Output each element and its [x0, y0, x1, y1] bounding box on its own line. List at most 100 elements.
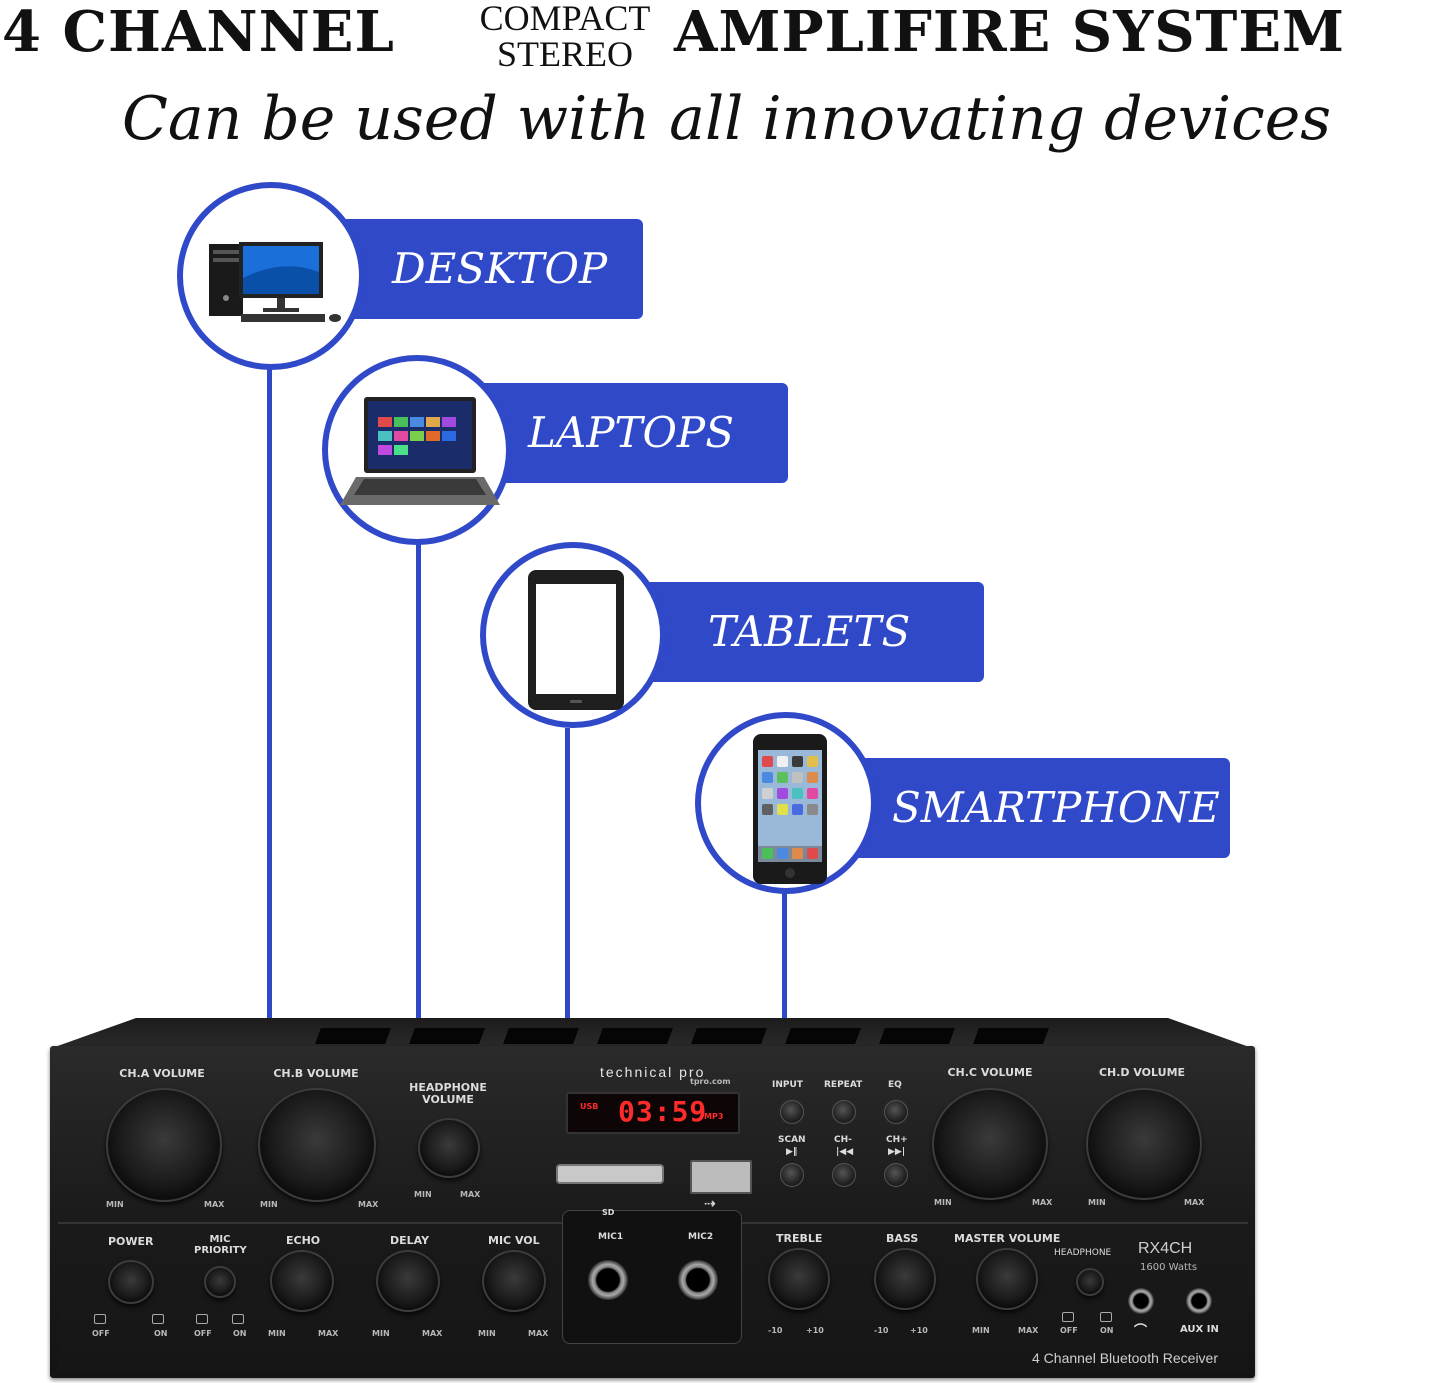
on-label: ON [154, 1329, 168, 1338]
eq-label: EQ [888, 1080, 902, 1090]
plus-ten-label: +10 [910, 1326, 928, 1335]
min-label: MIN [106, 1200, 124, 1209]
off-label: OFF [1060, 1326, 1078, 1335]
mic-priority-off-indicator [196, 1314, 208, 1324]
plus-ten-label: +10 [806, 1326, 824, 1335]
ch-d-volume-knob[interactable] [1086, 1088, 1202, 1200]
power-button[interactable] [108, 1260, 154, 1304]
max-label: MAX [528, 1329, 549, 1338]
title-small-top: COMPACT [479, 0, 651, 38]
power-on-indicator [152, 1314, 164, 1324]
repeat-label: REPEAT [824, 1080, 863, 1090]
ch-minus-button[interactable] [832, 1163, 856, 1187]
title-right: AMPLIFIRE SYSTEM [674, 0, 1345, 65]
mic-vol-knob[interactable] [482, 1250, 546, 1312]
ch-plus-button[interactable] [884, 1163, 908, 1187]
previous-icon: |◀◀ [836, 1147, 854, 1157]
sd-card-slot[interactable] [556, 1164, 664, 1184]
laptop-label: LAPTOPS [528, 408, 734, 457]
treble-label: TREBLE [776, 1232, 823, 1245]
ch-b-volume-knob[interactable] [258, 1088, 376, 1202]
display-time: 03:59 [618, 1095, 708, 1128]
mic2-jack[interactable] [678, 1260, 718, 1300]
scan-button[interactable] [780, 1163, 804, 1187]
laptop-icon [340, 397, 500, 505]
title-left: 4 CHANNEL [2, 0, 395, 65]
vent-slot [597, 1028, 673, 1044]
min-label: MIN [478, 1329, 496, 1338]
max-label: MAX [1032, 1198, 1053, 1207]
master-volume-label: MASTER VOLUME [954, 1232, 1061, 1245]
title-small-bottom: STEREO [496, 34, 633, 74]
usb-icon: ⇢ [704, 1196, 716, 1212]
desktop-computer-icon [209, 242, 341, 322]
scan-label: SCAN [778, 1135, 806, 1145]
ch-c-volume-label: CH.C VOLUME [947, 1066, 1033, 1079]
repeat-button[interactable] [832, 1100, 856, 1124]
headphone-button[interactable] [1076, 1268, 1104, 1296]
min-label: MIN [972, 1326, 990, 1335]
mic1-jack[interactable] [588, 1260, 628, 1300]
desktop-label: DESKTOP [392, 244, 608, 293]
eq-button[interactable] [884, 1100, 908, 1124]
headphone-off-indicator [1062, 1312, 1074, 1322]
max-label: MAX [318, 1329, 339, 1338]
min-label: MIN [372, 1329, 390, 1338]
power-label: POWER [108, 1235, 154, 1248]
min-label: MIN [268, 1329, 286, 1338]
off-label: OFF [194, 1329, 212, 1338]
input-label: INPUT [772, 1080, 803, 1090]
input-button[interactable] [780, 1100, 804, 1124]
vent-slot [503, 1028, 579, 1044]
delay-knob[interactable] [376, 1250, 440, 1312]
smartphone-icon [753, 734, 827, 884]
min-label: MIN [260, 1200, 278, 1209]
smartphone-label-box: SMARTPHONE [850, 758, 1230, 858]
vent-slot [785, 1028, 861, 1044]
max-label: MAX [358, 1200, 379, 1209]
echo-knob[interactable] [270, 1250, 334, 1312]
aux-in-label: AUX IN [1180, 1324, 1219, 1335]
desktop-circle [177, 182, 365, 370]
headphones-icon: ⌒ [1134, 1324, 1148, 1339]
ch-minus-label: CH- [834, 1135, 852, 1145]
sd-label: SD [602, 1208, 615, 1217]
smartphone-label: SMARTPHONE [892, 783, 1220, 832]
brand-logo: technical pro [600, 1064, 706, 1080]
delay-label: DELAY [390, 1234, 430, 1247]
mic-priority-on-indicator [232, 1314, 244, 1324]
min-label: MIN [414, 1190, 432, 1199]
bass-label: BASS [886, 1232, 919, 1245]
subtitle: Can be used with all innovating devices [122, 84, 1331, 154]
max-label: MAX [1018, 1326, 1039, 1335]
mic-priority-label: MIC PRIORITY [194, 1234, 247, 1256]
tablet-connector-line [565, 728, 570, 1018]
bass-knob[interactable] [874, 1248, 936, 1310]
usb-port[interactable] [690, 1160, 752, 1194]
max-label: MAX [204, 1200, 225, 1209]
vent-slot [879, 1028, 955, 1044]
headphone-jack[interactable] [1128, 1288, 1154, 1314]
vent-slot [691, 1028, 767, 1044]
wattage: 1600 Watts [1140, 1262, 1198, 1273]
max-label: MAX [460, 1190, 481, 1199]
smartphone-circle [695, 712, 877, 894]
mic-priority-button[interactable] [204, 1266, 236, 1298]
aux-in-jack[interactable] [1186, 1288, 1212, 1314]
master-volume-knob[interactable] [976, 1248, 1038, 1310]
power-off-indicator [94, 1314, 106, 1324]
ch-c-volume-knob[interactable] [932, 1088, 1048, 1200]
laptop-circle [322, 355, 512, 545]
ch-a-volume-label: CH.A VOLUME [119, 1067, 205, 1080]
model-name: RX4CH [1138, 1240, 1193, 1257]
product-tagline: 4 Channel Bluetooth Receiver [1032, 1350, 1219, 1366]
mic-vol-label: MIC VOL [488, 1234, 540, 1247]
display-mode: USB [580, 1102, 599, 1111]
minus-ten-label: -10 [874, 1326, 889, 1335]
headphone-volume-knob[interactable] [418, 1118, 480, 1178]
on-label: ON [1100, 1326, 1114, 1335]
ch-plus-label: CH+ [886, 1135, 908, 1145]
next-icon: ▶▶| [888, 1147, 906, 1157]
ch-a-volume-knob[interactable] [106, 1088, 222, 1202]
treble-knob[interactable] [768, 1248, 830, 1310]
